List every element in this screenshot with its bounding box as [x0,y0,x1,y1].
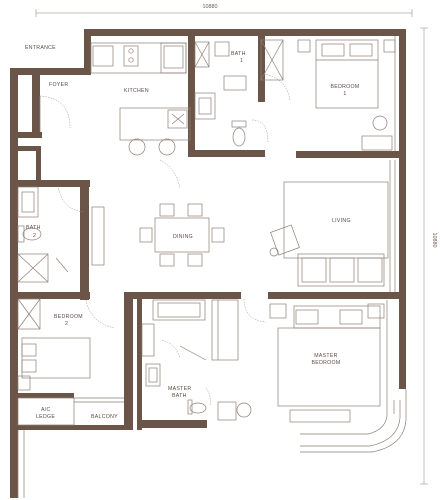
master-bedroom-label-line1: MASTER [314,353,337,359]
bath2-door-swing [57,185,85,213]
top-dimension: 10880 [35,4,413,17]
bath1-door-swing [251,119,269,143]
foyer-label: FOYER [49,82,68,88]
bath1-label-line2: 1 [240,58,243,64]
master-bath-label-line2: BATH [172,393,187,399]
bath2-label-line1: BATH [26,225,41,231]
living-fixtures [269,181,389,287]
ac-ledge-label-line1: A/C [41,407,51,413]
ac-ledge-label-line2: LEDGE [36,414,55,420]
bath1-lower-door [159,159,181,189]
master-bedroom-door-swing [243,298,267,323]
bedroom1-label-line2: 1 [343,91,346,97]
bedroom2-fixtures [17,298,91,391]
bath1-fixtures [194,39,284,147]
room-labels: ENTRANCE FOYER KITCHEN BATH 1 BEDROOM 1 … [25,45,359,420]
right-dimension: 10880 [420,27,437,485]
bedroom2-label-line1: BEDROOM [54,314,83,320]
master-bedroom-label-line2: BEDROOM [312,360,341,366]
dining-fixtures [139,203,225,267]
master-bath-inner-door [205,387,211,407]
dining-label: DINING [173,234,193,240]
curved-window [300,389,407,453]
balcony-label: BALCONY [91,414,118,420]
bath2-fixtures [17,186,105,283]
bedroom2-label-line2: 2 [65,321,68,327]
bedroom1-door-swing [263,73,291,101]
bath2-door-leaf [55,257,69,273]
foyer-door-swing [39,95,71,129]
kitchen-label: KITCHEN [124,88,149,94]
bath1-label-line1: BATH [231,51,246,57]
width-dimension-label: 10880 [203,4,218,10]
living-label: LIVING [332,218,351,224]
master-bath-fixtures [141,299,239,421]
entrance-label: ENTRANCE [25,45,56,51]
walls [10,29,406,498]
bath2-label-line2: 2 [33,233,36,239]
master-bedroom-fixtures [236,303,385,423]
height-dimension-label: 10880 [431,233,437,248]
bedroom1-fixtures [297,39,396,151]
bedroom2-door-swing [85,299,115,329]
curved-window-inner [300,400,401,447]
master-bath-door-swing [161,339,181,359]
curved-window-sill [300,400,388,435]
ac-ledge-area [17,397,75,426]
kitchen-fixtures [90,42,191,156]
bedroom1-label-line1: BEDROOM [331,84,360,90]
master-bath-label-line1: MASTER [168,386,191,392]
